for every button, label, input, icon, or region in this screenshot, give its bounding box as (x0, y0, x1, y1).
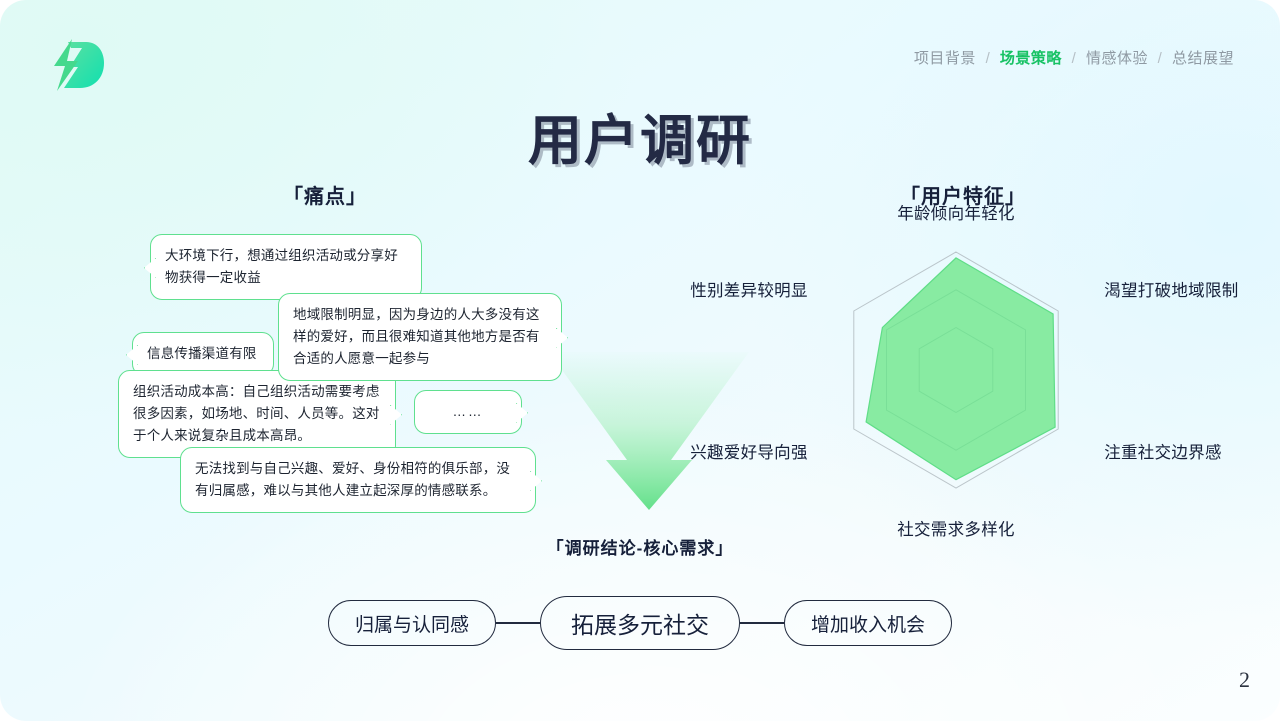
pain-point-bubble-ellipsis[interactable]: …… (414, 390, 528, 434)
pain-point-bubble[interactable]: 大环境下行，想通过组织活动或分享好物获得一定收益 (144, 234, 422, 300)
radar-axis-label: 性别差异较明显 (690, 282, 808, 300)
bubble-tail (390, 404, 402, 425)
page-title: 用户调研 (528, 109, 752, 172)
pain-point-bubble[interactable]: 无法找到与自己兴趣、爱好、身份相符的俱乐部，没有归属感，难以与其他人建立起深厚的… (180, 447, 542, 513)
radar-data-polygon (865, 257, 1056, 481)
capsule-connector (740, 622, 784, 624)
user-traits-radar-chart: 年龄倾向年轻化渴望打破地域限制注重社交边界感社交需求多样化 兴趣爱好导向强性别差异… (690, 205, 1238, 539)
core-need-capsule[interactable]: 拓展多元社交 (540, 596, 740, 650)
lightning-d-logo[interactable] (44, 34, 106, 96)
radar-grid-ring-overlay (918, 326, 994, 414)
core-need-capsule[interactable]: 归属与认同感 (327, 600, 496, 646)
breadcrumb-separator: / (1157, 50, 1163, 67)
bubble-tail (516, 402, 528, 423)
radar-axis-label: 注重社交边界感 (1104, 444, 1222, 462)
pain-points-heading: 「痛点」 (283, 186, 367, 208)
bubble-text: 组织活动成本高：自己组织活动需要考虑很多因素，如场地、时间、人员等。这对于个人来… (133, 384, 380, 443)
radar-axis-label: 渴望打破地域限制 (1104, 282, 1239, 300)
user-traits-heading: 「用户特征」 (900, 186, 1026, 208)
logo-icon (54, 39, 104, 91)
radar-grid-ring-overlay (886, 289, 1026, 451)
bubble-text: 大环境下行，想通过组织活动或分享好物获得一定收益 (165, 248, 398, 285)
breadcrumb-item-1[interactable]: 场景策略 (999, 50, 1062, 67)
capsule-connector (496, 622, 540, 624)
breadcrumb-item-0[interactable]: 项目背景 (913, 50, 976, 67)
core-need-capsule[interactable]: 增加收入机会 (784, 600, 953, 646)
bubble-tail (556, 327, 568, 348)
pain-point-bubble[interactable]: 地域限制明显，因为身边的人大多没有这样的爱好，而且很难知道其他地方是否有合适的人… (278, 293, 568, 381)
funnel-arrow-icon (549, 352, 749, 510)
page-number: 2 (1239, 667, 1250, 692)
breadcrumb: 项目背景 / 场景策略 / 情感体验 / 总结展望 (914, 47, 1234, 68)
conclusion-heading: 「调研结论-核心需求」 (546, 539, 734, 558)
bubble-text: 地域限制明显，因为身边的人大多没有这样的爱好，而且很难知道其他地方是否有合适的人… (293, 307, 540, 366)
breadcrumb-item-3[interactable]: 总结展望 (1171, 50, 1234, 67)
bubble-tail (144, 257, 156, 278)
breadcrumb-item-2[interactable]: 情感体验 (1085, 50, 1148, 67)
bubble-tail (530, 470, 542, 491)
pain-point-bubble[interactable]: 组织活动成本高：自己组织活动需要考虑很多因素，如场地、时间、人员等。这对于个人来… (118, 370, 402, 458)
breadcrumb-separator: / (985, 50, 991, 67)
radar-axis-label: 社交需求多样化 (897, 521, 1015, 539)
bubble-tail (126, 344, 138, 365)
bubble-text: …… (452, 404, 484, 419)
breadcrumb-separator: / (1071, 50, 1077, 67)
radar-svg (853, 251, 1059, 489)
bubble-text: 无法找到与自己兴趣、爱好、身份相符的俱乐部，没有归属感，难以与其他人建立起深厚的… (195, 461, 511, 498)
bubble-text: 信息传播渠道有限 (147, 346, 257, 361)
radar-axis-label: 年龄倾向年轻化 (897, 205, 1015, 223)
radar-grid-ring (853, 251, 1059, 489)
radar-axis-label: 兴趣爱好导向强 (690, 444, 808, 462)
core-needs-row: 归属与认同感 拓展多元社交 增加收入机会 (0, 596, 1280, 650)
